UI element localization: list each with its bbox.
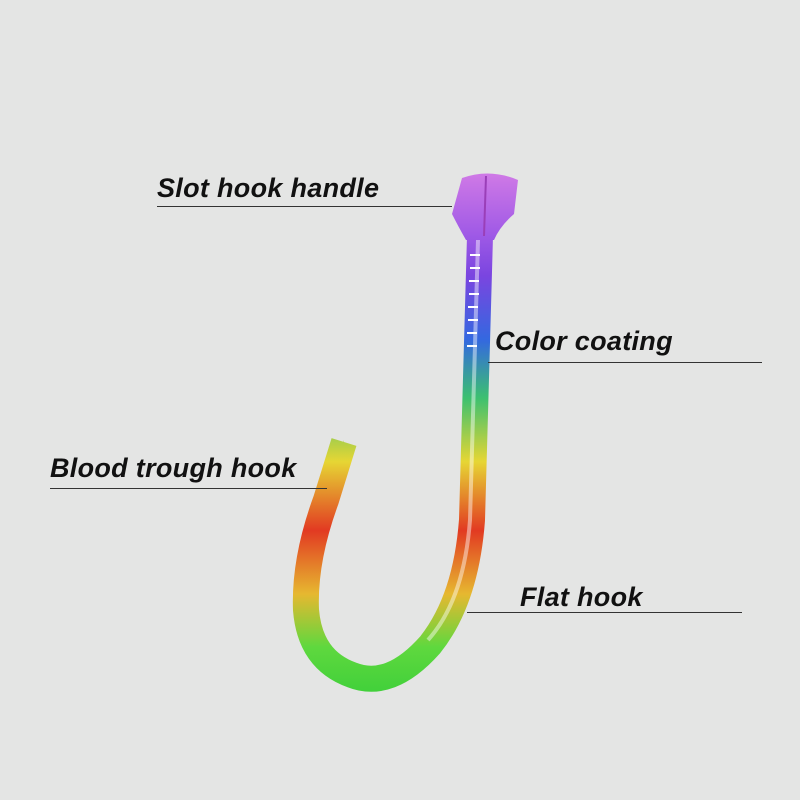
leader-line-slot-hook-handle <box>157 206 452 207</box>
leader-line-color-coating <box>488 362 762 363</box>
hook-point <box>318 440 344 510</box>
label-slot-hook-handle: Slot hook handle <box>157 173 380 203</box>
shank-slot-marks <box>467 254 480 347</box>
hook-highlight <box>426 239 480 642</box>
leader-line-blood-trough-hook <box>50 488 327 489</box>
handle-slot <box>483 175 487 237</box>
label-flat-hook: Flat hook <box>520 582 643 612</box>
hook-body <box>292 235 493 692</box>
leader-line-flat-hook <box>467 612 742 613</box>
label-color-coating: Color coating <box>495 326 673 356</box>
label-blood-trough-hook: Blood trough hook <box>50 453 297 483</box>
